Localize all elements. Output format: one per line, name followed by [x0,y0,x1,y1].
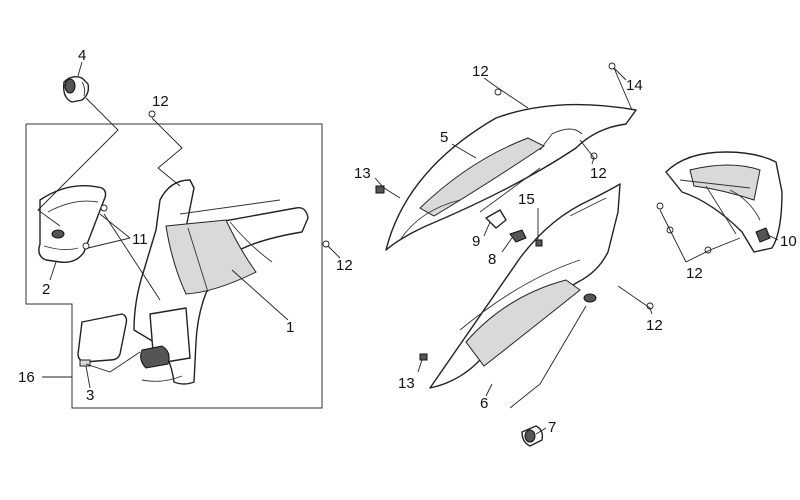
label-12c: 12 [472,63,489,80]
part-5-upper-side-cover [385,103,637,251]
label-13b: 13 [398,375,415,392]
part-1-inner-panel [133,179,309,385]
label-12d: 12 [590,165,607,182]
leader-4 [77,61,83,77]
part-2-lid [38,185,107,263]
leader-11 [87,213,131,249]
label-16: 16 [18,369,35,386]
leader-8 [501,237,513,253]
part-9-bracket [485,209,507,229]
leader-12-top [151,117,183,187]
label-9: 9 [472,233,480,250]
part-6-lower-side-cover [429,183,621,389]
label-5: 5 [440,129,448,146]
part-10-tail-light [665,151,783,253]
leader-lid-panel [103,213,161,301]
part-3-cover [77,313,128,367]
leader-10 [765,233,779,241]
screw-11b [82,242,90,250]
leader-6 [485,383,493,397]
label-11: 11 [132,231,148,248]
leader-12-mid-top [483,77,529,109]
assembly-frame [25,123,323,409]
part-8-clip [509,229,527,243]
leader-3b [85,351,141,373]
part-13-lower [419,353,428,361]
screw-11a [100,204,108,212]
label-12f: 12 [686,265,703,282]
leader-13-upper [374,177,401,199]
part-13-upper [375,185,385,194]
label-6: 6 [480,395,488,412]
screw-12-mid-top [494,88,502,96]
leader-9 [483,221,491,237]
leader-7 [509,305,587,435]
leader-13-lower [417,359,423,373]
part-4-knob [62,75,90,103]
leader-14 [613,67,633,111]
leader-12-right-group [659,209,741,263]
label-8: 8 [488,251,496,268]
screw-14 [608,62,616,70]
part-15-grommet [535,239,543,247]
leader-2 [49,261,57,281]
leader-12-mid-right [579,139,595,165]
label-13a: 13 [354,165,371,182]
label-12b: 12 [336,257,353,274]
label-12e: 12 [646,317,663,334]
leader-4-dash [37,97,119,227]
label-10: 10 [780,233,797,250]
leader-5 [451,143,477,159]
screw-12-right-a [656,202,664,210]
leader-12-right [327,245,341,259]
part-7-grommet [521,425,544,447]
label-12a: 12 [152,93,169,110]
label-2: 2 [42,281,50,298]
screw-12-right [322,240,330,248]
label-15: 15 [518,191,535,208]
label-1: 1 [286,319,294,336]
label-14: 14 [626,77,643,94]
leader-3 [85,365,91,389]
label-4: 4 [78,47,86,64]
leader-1 [231,269,289,321]
leader-12-mid-lower [617,285,653,315]
label-7: 7 [548,419,556,436]
label-3: 3 [86,387,94,404]
screw-12-top [148,110,156,118]
